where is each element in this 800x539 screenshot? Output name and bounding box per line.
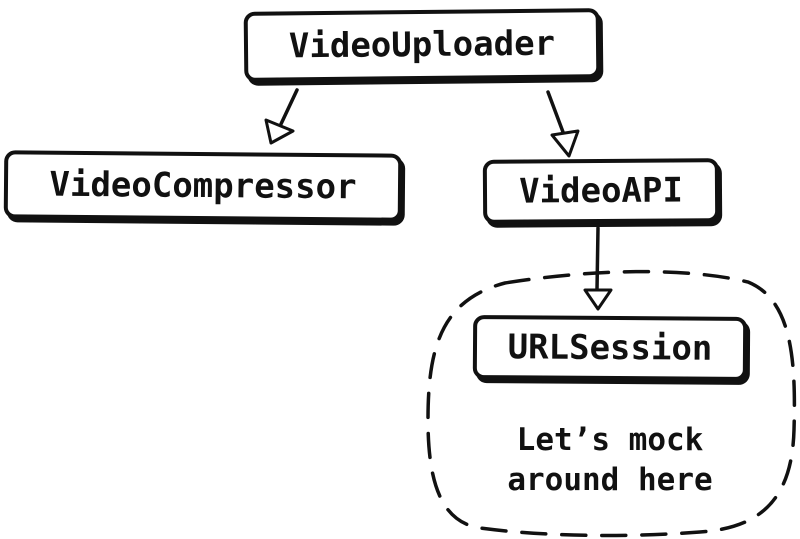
arrowhead-icon <box>550 129 580 158</box>
node-video-uploader: VideoUploader <box>243 8 601 82</box>
node-label: VideoCompressor <box>49 164 357 208</box>
node-url-session: URLSession <box>472 315 748 381</box>
node-label: VideoAPI <box>518 170 684 212</box>
mock-region-note: Let’s mock around here <box>507 422 713 498</box>
node-label: URLSession <box>507 327 713 369</box>
edge-api-to-session <box>583 226 613 311</box>
arrowhead-icon <box>264 118 295 145</box>
arrowhead-icon <box>583 288 613 311</box>
node-video-compressor: VideoCompressor <box>3 150 403 222</box>
edge-uploader-to-compressor <box>264 88 299 145</box>
node-label: VideoUploader <box>288 23 556 67</box>
edge-uploader-to-api <box>546 90 580 158</box>
node-video-api: VideoAPI <box>482 158 720 224</box>
mock-region-boundary <box>426 269 797 538</box>
